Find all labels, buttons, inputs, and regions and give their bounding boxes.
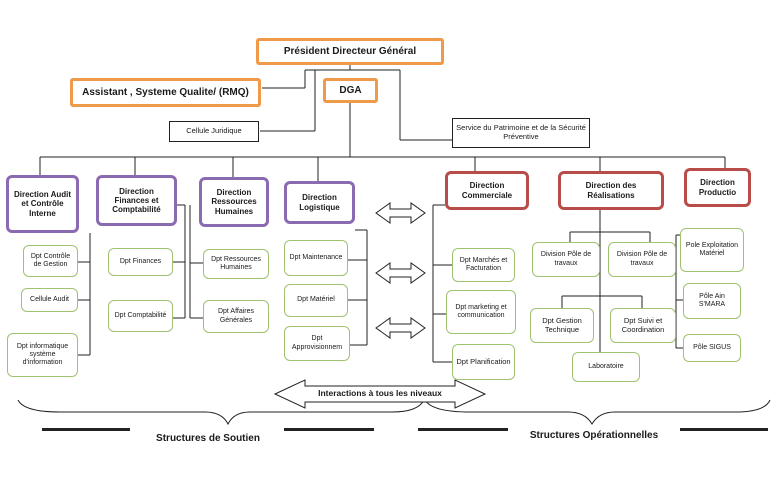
direction-finances-box: Direction Finances et Comptabilité	[96, 175, 177, 226]
dga-label: DGA	[339, 84, 362, 96]
dpt-suivi-coordination-label: Dpt Suivi et Coordination	[621, 315, 665, 334]
cellule-juridique-box: Cellule Juridique	[169, 121, 259, 142]
dpt-controle-gestion-box: Dpt Contrôle de Gestion	[23, 245, 78, 277]
interactions-text: Interactions à tous les niveaux	[318, 388, 442, 399]
assistant-box: Assistant , Systeme Qualite/ (RMQ)	[70, 78, 261, 107]
dpt-affaires-generales-label: Dpt Affaires Générales	[217, 308, 255, 324]
assistant-label: Assistant , Systeme Qualite/ (RMQ)	[82, 86, 249, 98]
dpt-informatique-label: Dpt informatique système d'information	[16, 342, 69, 367]
direction-logistique-label: Direction Logistique	[299, 193, 340, 212]
dpt-gestion-technique-label: Dpt Gestion Technique	[542, 315, 582, 334]
dpt-suivi-coordination-box: Dpt Suivi et Coordination	[610, 308, 676, 343]
division-pole-travaux-2-box: Division Pôle de travaux	[608, 242, 676, 277]
operational-structures-text: Structures Opérationnelles	[529, 430, 659, 442]
dpt-marketing-box: Dpt marketing et communication	[446, 290, 516, 334]
dpt-planification-box: Dpt Planification	[452, 344, 515, 380]
pole-exploitation-box: Pole Exploitation Matériel	[680, 228, 744, 272]
dpt-affaires-generales-box: Dpt Affaires Générales	[203, 300, 269, 333]
dpt-informatique-box: Dpt informatique système d'information	[7, 333, 78, 377]
direction-realisations-label: Direction des Réalisations	[585, 181, 637, 200]
support-structures-label: Structures de Soutien	[133, 428, 283, 450]
dpt-approvisionnement-box: Dpt Approvisionnem	[284, 326, 350, 361]
dpt-planification-label: Dpt Planification	[456, 356, 511, 366]
service-patrimoine-label: Service du Patrimoine et de la Sécurité …	[456, 123, 586, 141]
dpt-materiel-box: Dpt Matériel	[284, 284, 348, 317]
dpt-marketing-label: Dpt marketing et communication	[455, 303, 507, 319]
cellule-audit-label: Cellule Audit	[30, 295, 69, 303]
pole-sigus-label: Pôle SIGUS	[693, 343, 731, 351]
direction-finances-label: Direction Finances et Comptabilité	[112, 186, 161, 215]
direction-audit-label: Direction Audit et Contrôle Interne	[13, 190, 72, 218]
pdg-box: Président Directeur Général	[256, 38, 444, 65]
direction-rh-box: Direction Ressources Humaines	[199, 177, 269, 227]
dpt-comptabilite-box: Dpt Comptabilité	[108, 300, 173, 332]
dpt-comptabilite-label: Dpt Comptabilité	[114, 311, 167, 319]
pole-ain-smara-box: Pôle Ain S'MARA	[683, 283, 741, 319]
dpt-finances-box: Dpt Finances	[108, 248, 173, 276]
pdg-label: Président Directeur Général	[283, 45, 417, 57]
pole-sigus-box: Pôle SIGUS	[683, 334, 741, 362]
dpt-approvisionnement-label: Dpt Approvisionnem	[291, 335, 343, 351]
direction-commerciale-box: Direction Commerciale	[445, 171, 529, 210]
direction-commerciale-label: Direction Commerciale	[461, 181, 513, 200]
direction-production-label: Direction Productio	[698, 178, 737, 197]
division-pole-travaux-2-label: Division Pôle de travaux	[616, 251, 668, 267]
dga-box: DGA	[323, 78, 378, 103]
pole-exploitation-label: Pole Exploitation Matériel	[685, 241, 739, 257]
direction-production-box: Direction Productio	[684, 168, 751, 207]
operational-structures-label: Structures Opérationnelles	[510, 425, 678, 447]
support-structures-text: Structures de Soutien	[156, 433, 260, 445]
laboratoire-label: Laboratoire	[588, 362, 624, 370]
dpt-maintenance-label: Dpt Maintenance	[289, 253, 343, 261]
dpt-gestion-technique-box: Dpt Gestion Technique	[530, 308, 594, 343]
cellule-juridique-label: Cellule Juridique	[186, 126, 242, 136]
dpt-marches-label: Dpt Marchés et Facturation	[459, 256, 508, 272]
dpt-rh-box: Dpt Ressources Humaines	[203, 249, 269, 279]
division-pole-travaux-1-label: Division Pôle de travaux	[540, 251, 592, 267]
dpt-controle-gestion-label: Dpt Contrôle de Gestion	[30, 252, 71, 268]
direction-audit-box: Direction Audit et Contrôle Interne	[6, 175, 79, 233]
dpt-finances-label: Dpt Finances	[119, 257, 162, 265]
dpt-marches-box: Dpt Marchés et Facturation	[452, 248, 515, 282]
service-patrimoine-box: Service du Patrimoine et de la Sécurité …	[452, 118, 590, 148]
dpt-materiel-label: Dpt Matériel	[297, 296, 335, 304]
pole-ain-smara-label: Pôle Ain S'MARA	[698, 292, 726, 308]
direction-logistique-box: Direction Logistique	[284, 181, 355, 224]
dpt-maintenance-box: Dpt Maintenance	[284, 240, 348, 276]
cellule-audit-box: Cellule Audit	[21, 288, 78, 312]
direction-rh-label: Direction Ressources Humaines	[211, 188, 257, 216]
dpt-rh-label: Dpt Ressources Humaines	[211, 255, 261, 271]
division-pole-travaux-1-box: Division Pôle de travaux	[532, 242, 600, 277]
laboratoire-box: Laboratoire	[572, 352, 640, 382]
direction-realisations-box: Direction des Réalisations	[558, 171, 664, 210]
interactions-label: Interactions à tous les niveaux	[300, 386, 460, 402]
